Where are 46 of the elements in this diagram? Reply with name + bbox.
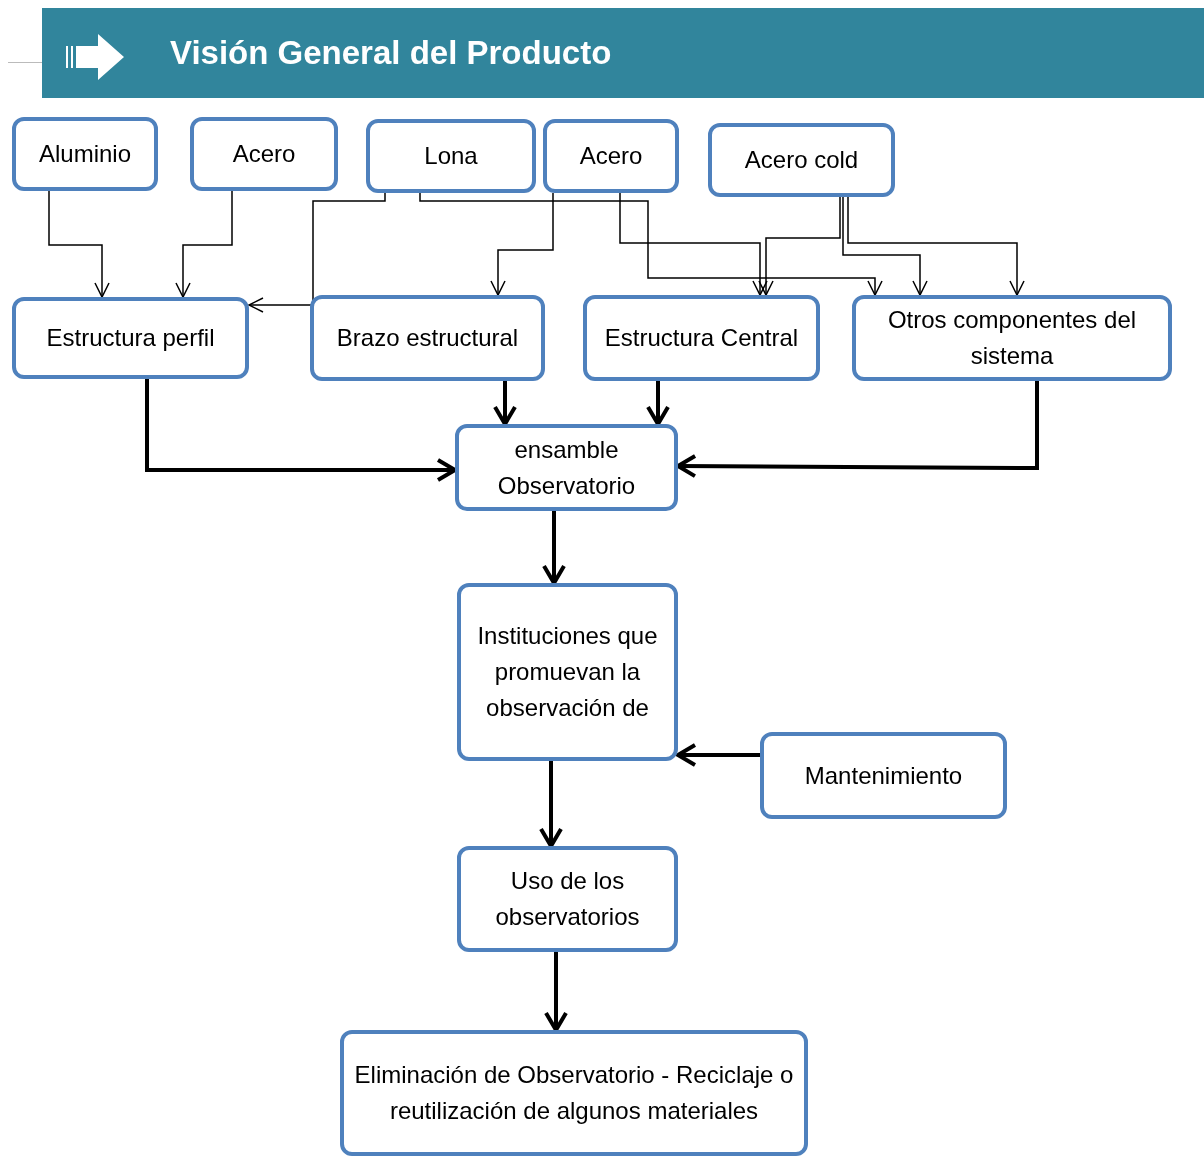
box-label: Aluminio	[38, 139, 131, 169]
box-label: Acero cold	[744, 145, 859, 175]
box-label: Brazo estructural	[336, 323, 519, 353]
arrow	[490, 192, 554, 296]
arrow	[175, 190, 233, 298]
process-box	[12, 297, 249, 379]
arrow	[842, 196, 928, 296]
box-label: Mantenimiento	[804, 760, 963, 791]
process-box	[543, 119, 679, 193]
arrow	[676, 381, 1039, 479]
process-box	[457, 583, 678, 761]
box-label: Instituciones que promuevan la observación de	[476, 621, 659, 723]
process-box	[708, 123, 895, 197]
box-label: Acero	[579, 141, 643, 171]
arrow	[248, 192, 386, 313]
arrow	[539, 761, 563, 848]
box-label: Estructura perfil	[46, 323, 215, 353]
arrow	[145, 379, 457, 482]
process-box	[190, 117, 338, 191]
box-label: Eliminación de Observatorio - Reciclaje o reutilización de algunos materiales	[353, 1060, 795, 1126]
box-label: Lona	[424, 141, 478, 171]
process-box	[760, 732, 1007, 819]
arrow	[48, 190, 110, 298]
arrow	[758, 196, 841, 296]
arrow	[544, 952, 568, 1032]
process-box	[457, 846, 678, 952]
process-box	[12, 117, 158, 191]
box-label: Otros componentes del sistema	[886, 305, 1138, 371]
arrow	[676, 743, 760, 767]
box-label: Acero	[232, 139, 296, 169]
arrow	[493, 381, 517, 426]
process-box	[340, 1030, 808, 1156]
process-box	[310, 295, 545, 381]
arrow	[646, 381, 670, 426]
process-box	[583, 295, 820, 381]
box-label: ensamble Observatorio	[496, 434, 637, 501]
process-box	[366, 119, 536, 193]
arrow	[419, 192, 883, 296]
box-label: Uso de los observatorios	[494, 866, 641, 932]
arrow	[542, 511, 566, 585]
box-label: Estructura Central	[604, 323, 799, 353]
process-box	[455, 424, 678, 511]
arrow	[619, 192, 768, 296]
arrow	[847, 196, 1025, 296]
process-box	[852, 295, 1172, 381]
diagram-title: Visión General del Producto	[170, 33, 612, 74]
